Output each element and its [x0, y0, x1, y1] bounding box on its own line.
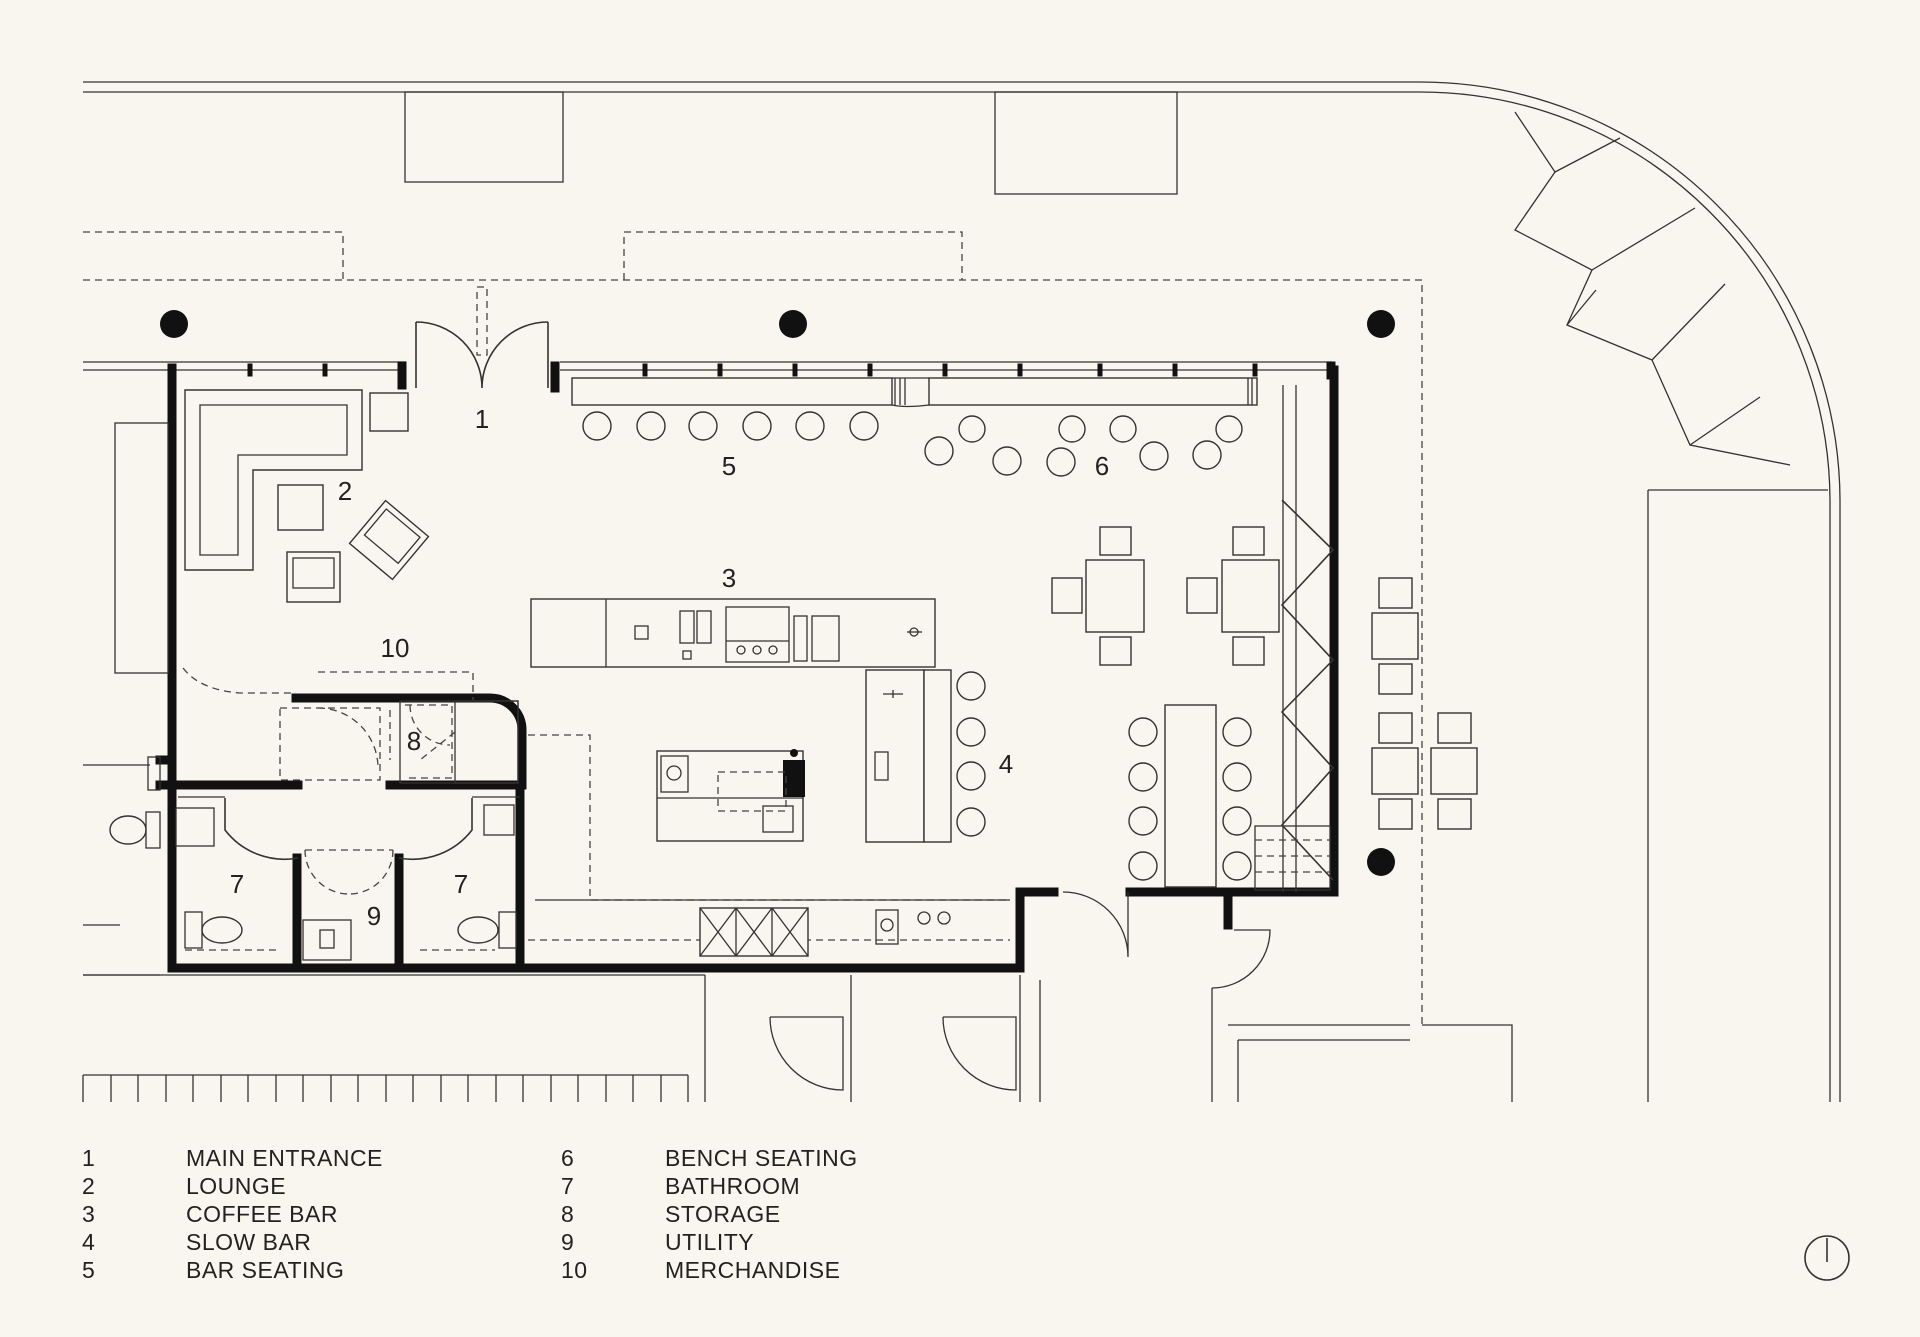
bench-stools [924, 415, 1243, 477]
walls [155, 363, 1339, 973]
legend-number: 9 [561, 1229, 575, 1255]
back-counter [528, 734, 1010, 957]
room-legend: 1 MAIN ENTRANCE 2 LOUNGE 3 COFFEE BAR 4 … [0, 1140, 900, 1290]
prep-island [656, 749, 805, 842]
bifold-windows [1254, 385, 1335, 892]
legend-number: 4 [82, 1229, 96, 1255]
legend-item: 5 BAR SEATING [0, 1257, 450, 1285]
street-context [83, 81, 1841, 1102]
legend-number: 1 [82, 1145, 96, 1171]
legend-number: 8 [561, 1201, 575, 1227]
legend-label: LOUNGE [186, 1173, 287, 1199]
label-merchandise: 10 [381, 633, 410, 663]
legend-item: 8 STORAGE [0, 1201, 900, 1229]
label-bench-seating: 6 [1095, 451, 1109, 481]
legend-label: MAIN ENTRANCE [186, 1145, 383, 1171]
bar-stools [582, 411, 879, 441]
legend-number: 3 [82, 1201, 96, 1227]
legend-number: 5 [82, 1257, 96, 1283]
legend-number: 6 [561, 1145, 575, 1171]
legend-label: UTILITY [665, 1229, 755, 1255]
legend-label: SLOW BAR [186, 1229, 312, 1255]
legend-number: 2 [82, 1173, 96, 1199]
dining-tables [1051, 526, 1280, 888]
legend-number: 10 [561, 1257, 588, 1283]
legend-label: BENCH SEATING [665, 1145, 858, 1171]
legend-number: 7 [561, 1173, 575, 1199]
legend-label: COFFEE BAR [186, 1201, 338, 1227]
legend-label: BAR SEATING [186, 1257, 345, 1283]
patio-seating [1371, 577, 1478, 830]
legend-item: 7 BATHROOM [0, 1173, 900, 1201]
label-bar-seating: 5 [722, 451, 736, 481]
legend-item: 6 BENCH SEATING [0, 1145, 900, 1173]
structural-columns [160, 310, 1395, 876]
adjacent-building [82, 764, 1513, 1102]
label-storage: 8 [407, 726, 421, 756]
label-bathroom-right: 7 [454, 869, 468, 899]
storage-area [279, 671, 519, 784]
legend-item: 3 COFFEE BAR [0, 1201, 450, 1229]
canopy-outline [83, 231, 1423, 1025]
label-bathroom-left: 7 [230, 869, 244, 899]
legend-item: 4 SLOW BAR [0, 1229, 450, 1257]
label-main-entrance: 1 [475, 404, 489, 434]
legend-item: 1 MAIN ENTRANCE [0, 1145, 450, 1173]
label-coffee-bar: 3 [722, 563, 736, 593]
label-utility: 9 [367, 901, 381, 931]
bathrooms [109, 756, 520, 961]
legend-label: BATHROOM [665, 1173, 801, 1199]
legend-label: MERCHANDISE [665, 1257, 841, 1283]
legend-item: 9 UTILITY [0, 1229, 900, 1257]
bar-counter-window [571, 377, 1258, 408]
lounge-furniture [114, 389, 430, 694]
label-slow-bar: 4 [999, 749, 1013, 779]
legend-item: 10 MERCHANDISE [0, 1257, 900, 1285]
north-arrow-icon [1804, 1235, 1850, 1281]
legend-item: 2 LOUNGE [0, 1173, 450, 1201]
legend-label: STORAGE [665, 1201, 781, 1227]
coffee-bar [530, 598, 936, 668]
label-lounge: 2 [338, 476, 352, 506]
slow-bar [865, 669, 986, 843]
